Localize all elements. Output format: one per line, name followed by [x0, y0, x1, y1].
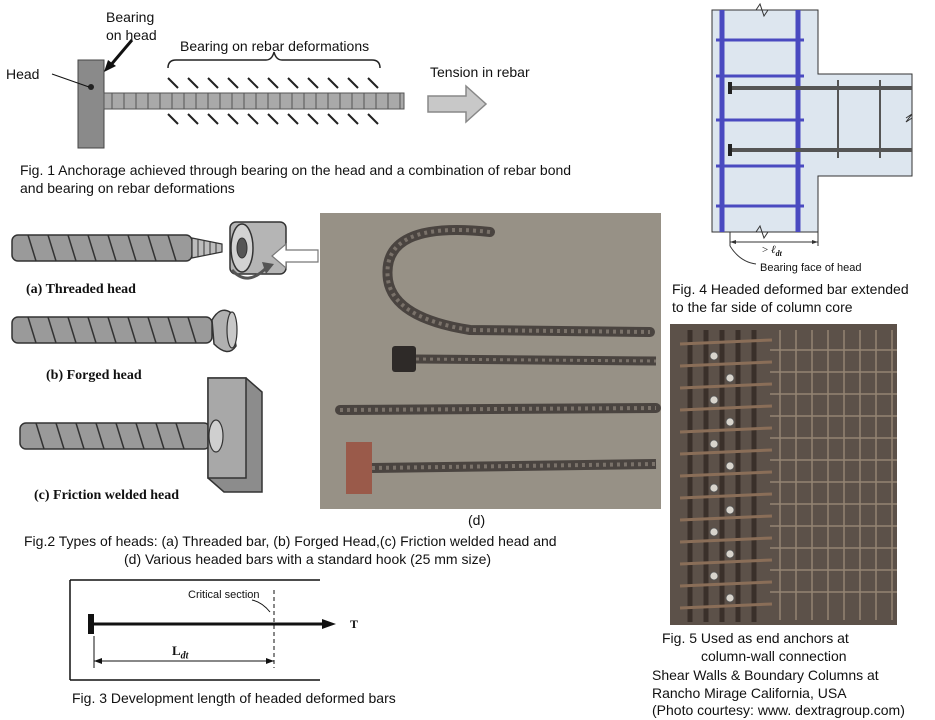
- fig5-wall-mesh: [770, 330, 897, 620]
- fig1-bearing-head-label-2: on head: [106, 27, 157, 43]
- fig2d-plain-bar: [335, 403, 661, 415]
- fig3-L-sub: dt: [180, 650, 189, 662]
- fig1-tension-arrow-icon: [427, 84, 488, 124]
- fig5-caption-line3: Shear Walls & Boundary Columns at: [652, 667, 879, 683]
- fig2b-label: (b) Forged head: [46, 368, 142, 383]
- fig2-caption-line1: Fig.2 Types of heads: (a) Threaded bar, …: [24, 533, 557, 549]
- fig1-rebar: [103, 92, 405, 110]
- fig5-caption-line1: Fig. 5 Used as end anchors at: [662, 630, 849, 646]
- fig4-bearing-face-label: Bearing face of head: [760, 262, 862, 274]
- fig3-T-label: T: [350, 617, 359, 631]
- fig1-bearing-head-label-1: Bearing: [106, 9, 155, 25]
- fig3-critical-leader: [251, 599, 271, 613]
- fig2d-hooked-bar: [382, 225, 655, 337]
- fig1-head-plate: [77, 59, 105, 149]
- fig3-caption: Fig. 3 Development length of headed defo…: [72, 690, 396, 706]
- fig1-tension-label: Tension in rebar: [430, 64, 530, 80]
- fig2d-forged-head: [392, 346, 416, 372]
- fig2a-label: (a) Threaded head: [26, 282, 136, 297]
- fig1-caption-line2: and bearing on rebar deformations: [20, 180, 235, 196]
- fig1-head-leader: [51, 73, 90, 88]
- fig5-caption-line2: column-wall connection: [701, 648, 847, 664]
- fig5-caption-line4: Rancho Mirage California, USA: [652, 685, 847, 701]
- fig2c-label: (c) Friction welded head: [34, 488, 180, 503]
- fig2c-plate-face: [207, 377, 247, 479]
- fig1-brace: [167, 51, 381, 69]
- fig2-caption-line2: (d) Various headed bars with a standard …: [124, 551, 492, 567]
- fig2a-push-arrow-icon: [271, 242, 319, 270]
- fig1-rebar-ribs: [111, 93, 401, 109]
- fig5-bar-heads: [709, 351, 735, 603]
- fig5-caption-line5: (Photo courtesy: www. dextragroup.com): [652, 702, 905, 718]
- fig1-bearing-deformations-label: Bearing on rebar deformations: [180, 38, 370, 54]
- fig1-bearing-head-arrow: [108, 39, 134, 67]
- fig3-L-label: Ldt: [172, 643, 189, 662]
- fig4-ldt-label: > ℓdt: [762, 244, 782, 259]
- fig4-bearing-leader: [729, 245, 757, 265]
- fig1-head-label: Head: [6, 66, 40, 82]
- fig5-column-ties: [679, 338, 773, 610]
- fig1-caption-line1: Fig. 1 Anchorage achieved through bearin…: [20, 162, 572, 178]
- fig2a-thread-taper: [191, 237, 223, 259]
- fig4-beam-stirrups: [837, 80, 881, 158]
- fig4-outline: [711, 9, 913, 233]
- fig2d-label: (d): [468, 512, 486, 528]
- fig4-caption-line2: to the far side of column core: [672, 299, 853, 315]
- fig1-bearing-arrows-bottom: [167, 113, 379, 125]
- fig1-bearing-arrows-top: [167, 77, 379, 89]
- fig3-critical-label: Critical section: [188, 589, 260, 601]
- fig4-caption-line1: Fig. 4 Headed deformed bar extended: [672, 281, 909, 297]
- fig3-head: [88, 614, 94, 634]
- fig4-column-ties: [716, 38, 804, 208]
- fig2d-welded-head: [346, 442, 372, 494]
- fig1-head-dot: [88, 84, 94, 90]
- fig3-tension-arrow-icon: [322, 619, 336, 629]
